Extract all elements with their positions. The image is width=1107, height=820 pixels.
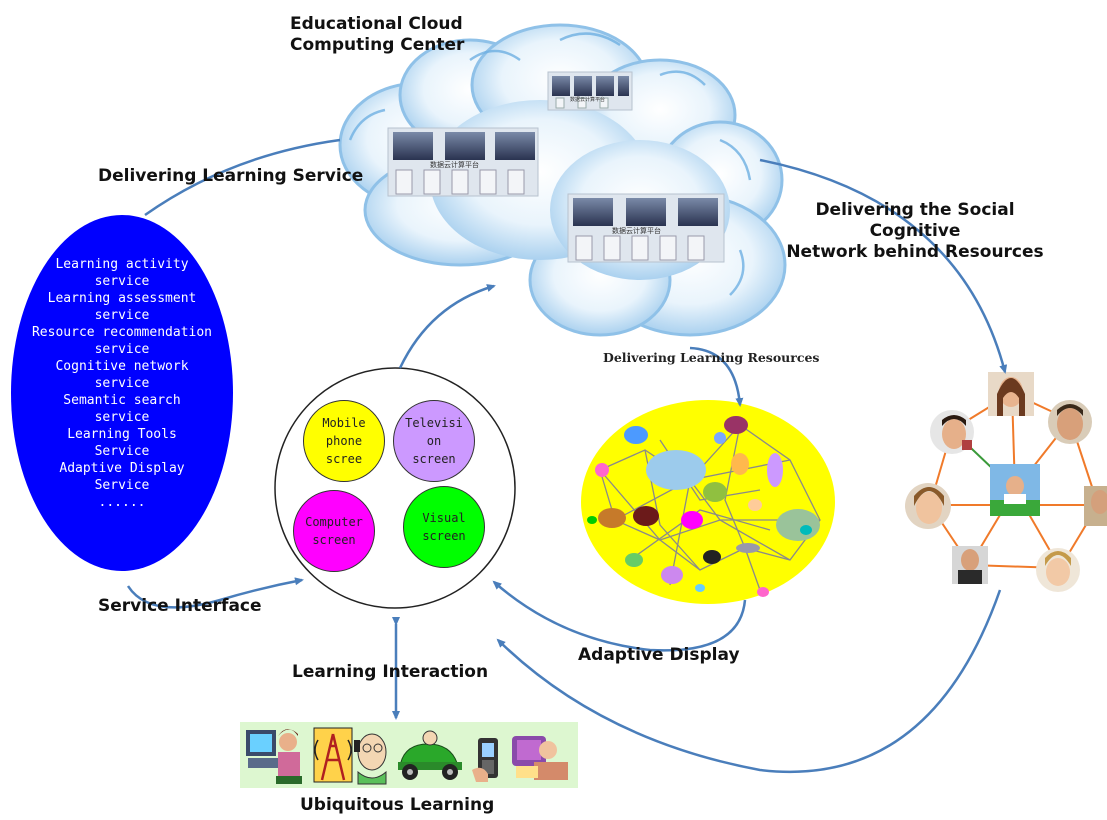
arrow-cloud-to-social: [759, 158, 1008, 374]
delivering-learning-service-label: Delivering Learning Service: [98, 166, 364, 186]
social-network-people: [905, 372, 1107, 592]
resource-network-nodes: [587, 416, 820, 597]
delivering-social-network-label: Delivering the Social Cognitive Network …: [786, 200, 1044, 262]
cloud-center-label: Educational Cloud Computing Center: [290, 14, 465, 55]
service-line: Adaptive Display: [59, 461, 185, 476]
service-line: Learning activity: [55, 257, 189, 272]
television-screen: Televisi on screen: [393, 400, 475, 482]
cloud-swirls: [348, 32, 752, 296]
computer-screen: Computer screen: [293, 490, 375, 572]
mobile-phone-screen: Mobile phone scree: [303, 400, 385, 482]
service-line: Service: [94, 478, 150, 493]
adaptive-display-label: Adaptive Display: [578, 645, 740, 665]
service-line: ......: [98, 495, 146, 510]
server-rack-top: [547, 71, 633, 111]
resource-network-ellipse: [581, 400, 835, 604]
service-line: Semantic search: [63, 393, 181, 408]
arrow-delivering-learning-service: [144, 138, 341, 217]
ubiquitous-learning-label: Ubiquitous Learning: [300, 795, 495, 815]
services-list: Learning activity service Learning asses…: [16, 256, 228, 511]
learner-with-phone-icon: [354, 733, 387, 785]
screens-container-circle: [274, 367, 516, 609]
mobile-phone-icon: [472, 738, 498, 782]
server-rack-left: [387, 127, 539, 197]
arrow-cloud-to-resources: [689, 346, 744, 407]
server-caption: 数据云计算平台: [612, 227, 661, 235]
service-line: service: [94, 274, 150, 289]
service-line: service: [94, 376, 150, 391]
service-line: Service: [94, 444, 150, 459]
learner-at-computer-icon: [246, 729, 302, 784]
service-interface-label: Service Interface: [98, 596, 262, 616]
learner-reading-icon: [512, 736, 568, 780]
server-caption: 数据云计算平台: [430, 161, 479, 169]
arrow-adaptive-display: [492, 580, 747, 652]
arrow-screens-to-cloud: [398, 284, 496, 369]
radio-tower-icon: [313, 727, 353, 783]
learning-interaction-label: Learning Interaction: [292, 662, 489, 682]
delivering-learning-resources-label: Delivering Learning Resources: [603, 350, 820, 365]
car-icon: [398, 730, 462, 780]
service-line: Learning Tools: [67, 427, 177, 442]
service-line: service: [94, 308, 150, 323]
service-line: Cognitive network: [55, 359, 189, 374]
visual-screen: Visual screen: [403, 486, 485, 568]
arrow-social-to-screens: [496, 589, 1002, 774]
arrow-service-interface: [126, 577, 304, 609]
service-line: service: [94, 342, 150, 357]
service-line: Resource recommendation: [31, 325, 212, 340]
server-caption: 数据云计算平台: [570, 97, 606, 103]
flow-arrows: [126, 138, 1008, 774]
service-line: Learning assessment: [47, 291, 197, 306]
services-ellipse: [11, 215, 233, 571]
service-line: service: [94, 410, 150, 425]
server-rack-right: [567, 193, 725, 263]
